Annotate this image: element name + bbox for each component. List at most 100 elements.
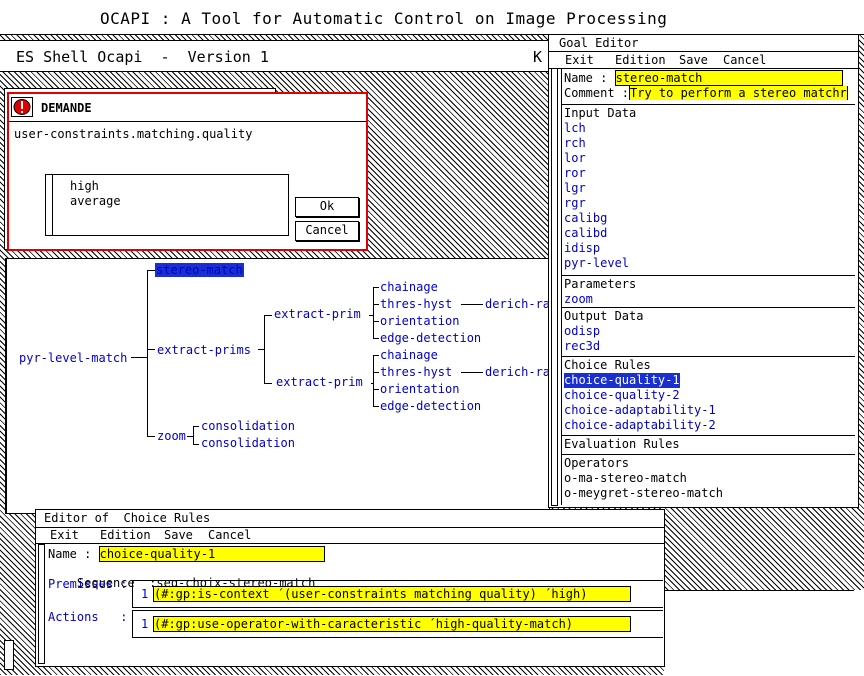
menu-cancel[interactable]: Cancel <box>723 53 767 67</box>
operators-label: Operators <box>562 454 855 471</box>
input-item[interactable]: pyr-level <box>564 256 630 270</box>
choice-editor-menubar: Exit Edition Save Cancel <box>36 527 664 544</box>
goal-name-field[interactable]: stereo-match <box>614 70 843 86</box>
tree-node-root[interactable]: pyr-level-match <box>19 351 128 365</box>
evaluation-rules-label: Evaluation Rules <box>562 435 855 452</box>
output-data-section: Output Data odisp rec3d <box>562 307 855 354</box>
choice-rule-item[interactable]: choice-adaptability-2 <box>564 418 716 432</box>
input-data-section: Input Data lch rch lor ror lgr rgr calib… <box>562 104 855 271</box>
cancel-button[interactable]: Cancel <box>295 221 359 241</box>
operator-item[interactable]: o-meygret-stereo-match <box>564 486 723 500</box>
input-item[interactable]: lgr <box>564 181 586 195</box>
parameter-item[interactable]: zoom <box>564 292 593 306</box>
rule-name-label: Name : <box>48 547 92 561</box>
tree-leaf[interactable]: edge-detection <box>380 399 482 413</box>
tree-node-consolidation-1[interactable]: consolidation <box>201 419 295 433</box>
actions-label: Actions : <box>48 610 128 624</box>
tree-node-extract-prim-1[interactable]: extract-prim <box>274 307 361 321</box>
action-index: 1 <box>141 617 149 631</box>
tree-node-derich-1[interactable]: derich-ra <box>485 297 551 311</box>
input-item[interactable]: calibg <box>564 211 608 225</box>
menu-exit[interactable]: Exit <box>565 53 594 67</box>
actions-box: 1 (#:gp:use-operator-with-caracteristic … <box>132 610 663 638</box>
tree-node-derich-2[interactable]: derich-ra <box>485 365 551 379</box>
input-item[interactable]: ror <box>564 166 586 180</box>
option-average[interactable]: average <box>70 194 121 208</box>
choice-rules-label: Choice Rules <box>562 356 855 373</box>
action-field[interactable]: (#:gp:use-operator-with-caracteristic ´h… <box>153 616 631 632</box>
demande-question: user-constraints.matching.quality <box>14 127 253 141</box>
goal-comment-field[interactable]: Try to perform a stereo matchr <box>629 86 848 100</box>
shell-title-suffix: K <box>533 48 543 66</box>
options-scrollbar[interactable] <box>45 174 53 236</box>
tree-leaf[interactable]: orientation <box>380 314 460 328</box>
goal-name-label: Name : <box>564 71 608 85</box>
input-item[interactable]: lor <box>564 151 586 165</box>
app-title-bar: OCAPI : A Tool for Automatic Control on … <box>0 0 864 35</box>
tree-node-consolidation-2[interactable]: consolidation <box>201 436 295 450</box>
output-item[interactable]: rec3d <box>564 339 601 353</box>
shell-title-bar: ES Shell Ocapi - Version 1 K <box>0 40 561 72</box>
menu-exit[interactable]: Exit <box>50 528 79 542</box>
tree-leaf[interactable]: chainage <box>380 280 438 294</box>
input-item[interactable]: lch <box>564 121 586 135</box>
goal-editor-window: Goal Editor Exit Edition Save Cancel Nam… <box>548 34 859 508</box>
goal-editor-content: Name : stereo-match Comment :Try to perf… <box>561 69 855 505</box>
operators-section: Operators o-ma-stereo-match o-meygret-st… <box>562 454 855 501</box>
rule-sequence-label: Sequence <box>76 576 135 590</box>
goal-comment-label: Comment : <box>564 86 630 100</box>
menu-save[interactable]: Save <box>679 53 708 67</box>
output-item[interactable]: odisp <box>564 324 601 338</box>
exclamation-icon <box>11 97 33 117</box>
demande-options-list[interactable]: high average <box>45 174 289 236</box>
input-item[interactable]: calibd <box>564 226 608 240</box>
tree-leaf[interactable]: chainage <box>380 348 438 362</box>
tree-leaf[interactable]: thres-hyst <box>380 365 453 379</box>
goal-editor-scrollbar[interactable] <box>551 68 558 506</box>
evaluation-rules-section: Evaluation Rules <box>562 435 855 452</box>
tree-view-panel: pyr-level-match stereo-match extract-pri… <box>5 258 550 514</box>
output-data-label: Output Data <box>562 307 855 324</box>
choice-rule-item-selected[interactable]: choice-quality-1 <box>564 373 680 388</box>
premisses-box: 1 (#:gp:is-context ´(user-constraints ma… <box>132 580 663 608</box>
parameters-label: Parameters <box>562 275 855 292</box>
demande-dialog: DEMANDE user-constraints.matching.qualit… <box>7 92 368 251</box>
input-data-label: Input Data <box>562 104 855 121</box>
rule-name-field[interactable]: choice-quality-1 <box>98 546 325 562</box>
tree-node-extract-prims[interactable]: extract-prims <box>157 343 251 357</box>
goal-name-row: Name : stereo-match <box>564 70 843 86</box>
shell-title: ES Shell Ocapi - Version 1 <box>16 48 269 66</box>
choice-editor-title: Editor of Choice Rules <box>44 511 211 525</box>
tree-leaf[interactable]: edge-detection <box>380 331 482 345</box>
ok-button[interactable]: Ok <box>295 197 359 217</box>
tree-node-extract-prim-2[interactable]: extract-prim <box>276 375 363 389</box>
rule-name-row: Name : choice-quality-1 <box>48 546 325 562</box>
menu-edition[interactable]: Edition <box>100 528 151 542</box>
app-title: OCAPI : A Tool for Automatic Control on … <box>100 9 668 28</box>
choice-rule-item[interactable]: choice-quality-2 <box>564 388 680 402</box>
input-item[interactable]: rch <box>564 136 586 150</box>
menu-save[interactable]: Save <box>164 528 193 542</box>
input-item[interactable]: rgr <box>564 196 586 210</box>
menu-cancel[interactable]: Cancel <box>208 528 252 542</box>
choice-rule-item[interactable]: choice-adaptability-1 <box>564 403 716 417</box>
tree-node-zoom[interactable]: zoom <box>157 429 186 443</box>
premisses-label: Premisses : <box>48 577 128 591</box>
premiss-field[interactable]: (#:gp:is-context ´(user-constraints matc… <box>153 586 631 602</box>
goal-comment-row: Comment :Try to perform a stereo matchr <box>564 86 854 100</box>
premiss-index: 1 <box>141 587 149 601</box>
choice-rules-editor-window: Editor of Choice Rules Exit Edition Save… <box>35 509 665 667</box>
menu-edition[interactable]: Edition <box>615 53 666 67</box>
tree-node-stereo-match[interactable]: stereo-match <box>155 263 244 277</box>
choice-rules-section: Choice Rules choice-quality-1 choice-qua… <box>562 356 855 433</box>
scroll-arrow-icon[interactable] <box>4 640 14 670</box>
option-high[interactable]: high <box>70 179 99 193</box>
demande-title: DEMANDE <box>41 101 92 115</box>
choice-editor-scrollbar[interactable] <box>38 544 45 664</box>
input-item[interactable]: idisp <box>564 241 601 255</box>
parameters-section: Parameters zoom <box>562 275 855 307</box>
tree-leaf[interactable]: orientation <box>380 382 460 396</box>
demande-header: DEMANDE <box>9 94 366 122</box>
tree-leaf[interactable]: thres-hyst <box>380 297 453 311</box>
operator-item[interactable]: o-ma-stereo-match <box>564 471 687 485</box>
